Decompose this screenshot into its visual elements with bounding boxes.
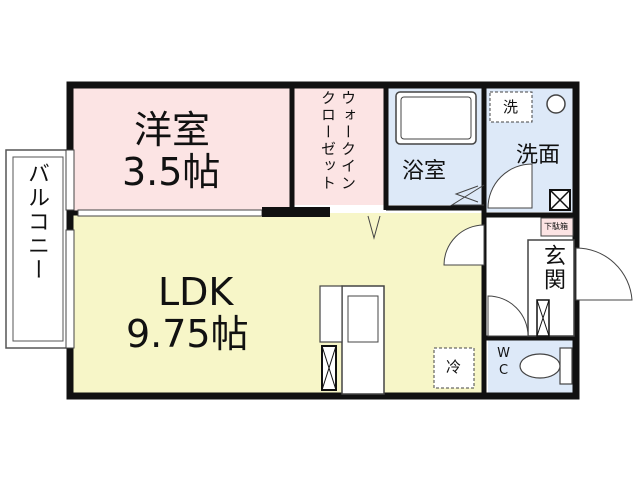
- washroom-name: 洗面: [516, 143, 561, 168]
- ldk-size: 9.75帖: [126, 312, 249, 356]
- fridge-box: [433, 347, 475, 389]
- fridge-label: 冷: [446, 358, 462, 376]
- wall-stub: [262, 207, 330, 217]
- western-room-name: 洋室: [134, 108, 211, 152]
- washroom-door: [487, 163, 533, 209]
- bath-door: [450, 184, 485, 206]
- toilet-bowl: [519, 353, 561, 379]
- washroom-arrow: [454, 185, 479, 203]
- western-room-size: 3.5帖: [122, 150, 221, 194]
- washer-box: [489, 91, 533, 123]
- sink: [546, 94, 566, 114]
- left-window-upper: [65, 149, 75, 211]
- walk-in-closet-fill: [292, 85, 384, 205]
- closet-door-mark: [367, 215, 381, 240]
- balcony-name: バルコニー: [24, 162, 49, 282]
- balcony-inner: [12, 156, 64, 342]
- entrance-floor: [527, 239, 575, 337]
- balcony-outline: [5, 149, 71, 349]
- entrance-name: 玄関: [540, 244, 565, 292]
- entrance-door: [575, 247, 633, 301]
- closet-label-line2: クローゼット: [319, 90, 337, 192]
- ldk-door: [443, 224, 485, 266]
- closet-label-line1: ウォークイン: [339, 90, 357, 192]
- ldk-name: LDK: [158, 270, 234, 314]
- washer-label: 洗: [503, 98, 519, 116]
- bathroom-name: 浴室: [402, 159, 447, 184]
- bathtub-inner: [400, 96, 472, 140]
- western-room-fill: [70, 85, 292, 213]
- shoe-box-label: 下駄箱: [544, 222, 568, 231]
- western-room-door: [77, 209, 263, 217]
- shoe-box: [540, 217, 574, 237]
- toilet-name: WC: [496, 346, 511, 380]
- bathtub: [395, 91, 477, 145]
- kitchen-sink: [347, 295, 379, 343]
- hall-door: [487, 295, 529, 337]
- ldk-fill: [70, 213, 484, 396]
- kitchen-stove: [319, 285, 343, 343]
- left-window-lower: [65, 229, 75, 349]
- toilet-tank: [559, 347, 573, 385]
